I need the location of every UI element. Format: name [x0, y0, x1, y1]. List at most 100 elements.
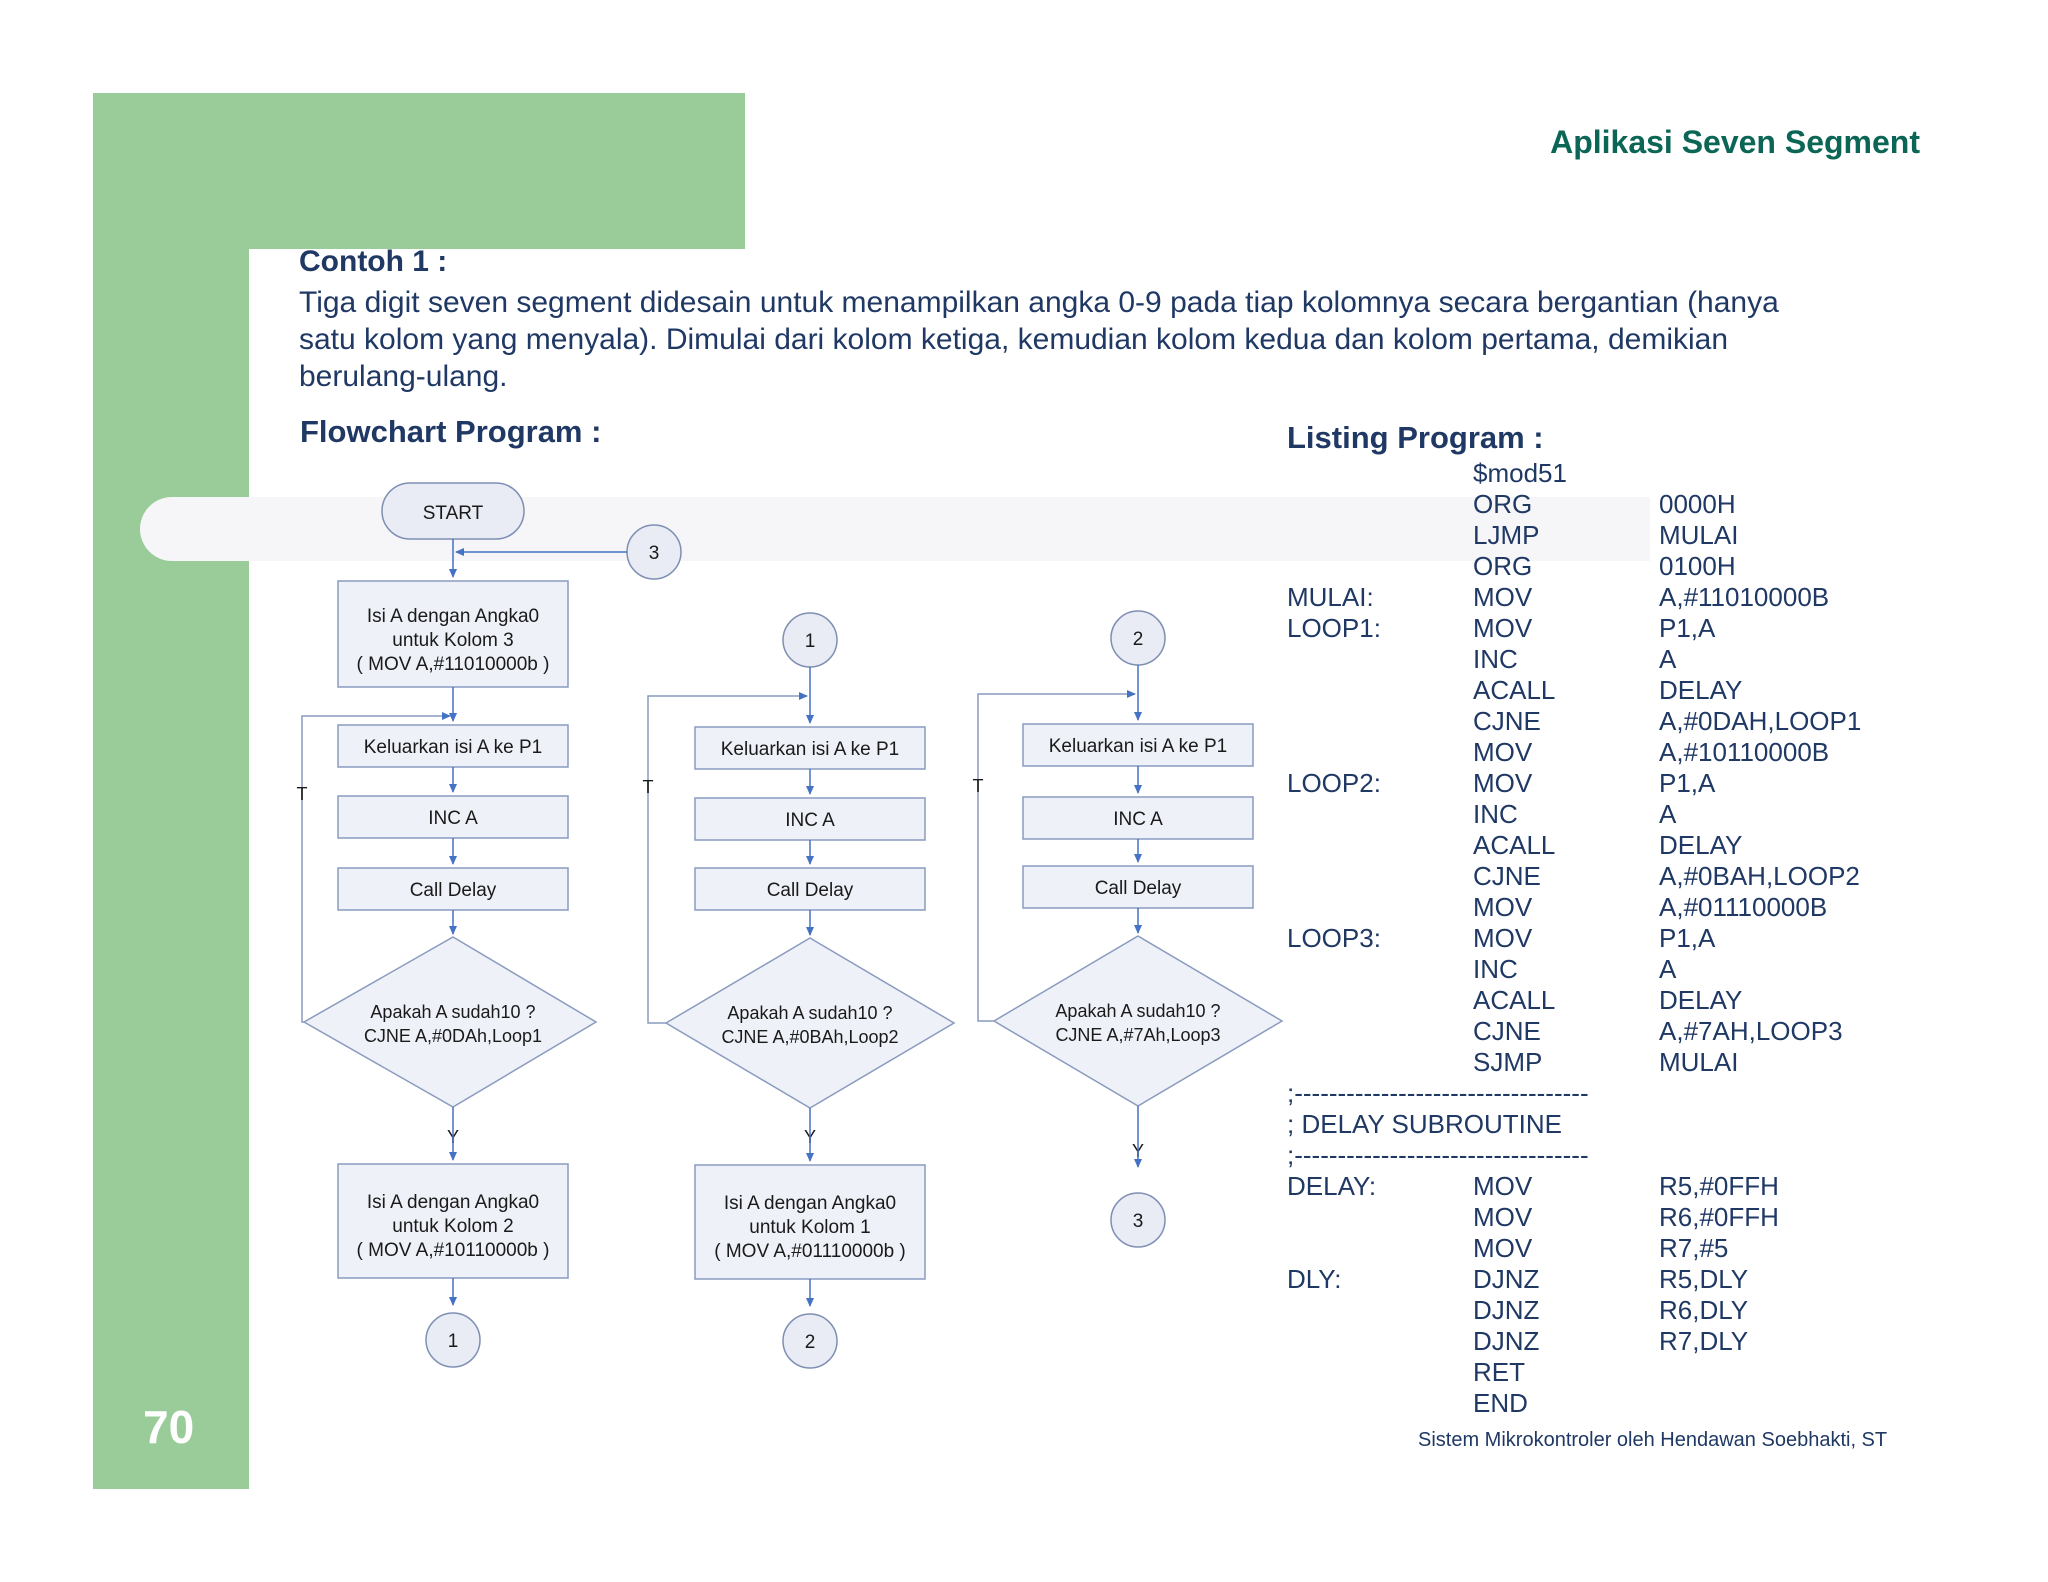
listing-mnemonic: CJNE — [1473, 706, 1541, 736]
listing-mnemonic: ACALL — [1473, 985, 1556, 1015]
delay-label-3: Call Delay — [1095, 878, 1182, 899]
delay-box-2 — [694, 867, 926, 911]
next-2-line-1: Isi A dengan Angka0 — [724, 1193, 896, 1214]
output-box-2 — [694, 726, 926, 770]
page-number: 70 — [143, 1401, 195, 1453]
inc-box-2 — [694, 797, 926, 841]
listing-mnemonic: END — [1473, 1388, 1528, 1418]
listing-title: Listing Program : — [1287, 420, 1544, 455]
listing-mnemonic: ORG — [1473, 489, 1533, 519]
listing-operand: A,#10110000B — [1659, 737, 1830, 767]
next-1-line-2: untuk Kolom 2 — [392, 1216, 513, 1237]
listing-mnemonic: LJMP — [1473, 520, 1540, 550]
listing-mnemonic: RET — [1473, 1357, 1525, 1387]
decision-1-line-2: CJNE A,#0DAh,Loop1 — [364, 1026, 542, 1046]
listing-mnemonic: INC — [1473, 799, 1518, 829]
listing-mnemonic: MOV — [1473, 892, 1533, 922]
example-heading: Contoh 1 : — [299, 245, 448, 278]
delay-label-2: Call Delay — [767, 880, 854, 901]
delay-box-1 — [337, 867, 569, 911]
next-column-box-2 — [694, 1164, 926, 1280]
listing-mnemonic: ORG — [1473, 551, 1533, 581]
inc-box-3 — [1022, 796, 1254, 840]
listing-label: DELAY: — [1287, 1171, 1377, 1201]
listing-mnemonic: MOV — [1473, 768, 1533, 798]
listing-mnemonic: MOV — [1473, 923, 1533, 953]
flowchart-title: Flowchart Program : — [300, 414, 602, 449]
flowchart-diagram: START 3 Isi A dengan Angka0 untuk Kolom … — [297, 482, 1284, 1369]
example-description: Tiga digit seven segment didesain untuk … — [299, 286, 1779, 393]
no-label-1: T — [297, 784, 308, 804]
inc-label-1: INC A — [428, 808, 478, 829]
listing-mnemonic: ACALL — [1473, 675, 1556, 705]
listing-label: ;---------------------------------- — [1287, 1078, 1589, 1108]
listing-mnemonic: $mod51 — [1473, 458, 1567, 488]
next-2-line-3: ( MOV A,#01110000b ) — [714, 1241, 906, 1262]
no-label-3: T — [973, 776, 984, 796]
init-process-box — [337, 580, 569, 688]
listing-mnemonic: SJMP — [1473, 1047, 1543, 1077]
listing-operand: DELAY — [1659, 675, 1743, 705]
listing-mnemonic: ACALL — [1473, 830, 1556, 860]
exit-connector-1 — [425, 1312, 481, 1368]
listing-label: MULAI: — [1287, 582, 1374, 612]
listing-mnemonic: MOV — [1473, 1171, 1533, 1201]
listing-operand: 0000H — [1659, 489, 1736, 519]
init-line-3: ( MOV A,#11010000b ) — [357, 654, 550, 675]
decision-diamond-2 — [664, 937, 956, 1109]
flow-column-2: 1 Keluarkan isi A ke P1 INC A Call Delay… — [643, 612, 956, 1369]
listing-operand: DELAY — [1659, 830, 1743, 860]
listing-mnemonic: CJNE — [1473, 1016, 1541, 1046]
listing-mnemonic: MOV — [1473, 582, 1533, 612]
listing-mnemonic: MOV — [1473, 737, 1533, 767]
listing-label: LOOP2: — [1287, 768, 1381, 798]
delay-label-1: Call Delay — [410, 880, 497, 901]
listing-operand: R6,#0FFH — [1659, 1202, 1779, 1232]
green-side-bar — [93, 93, 249, 1489]
listing-operand: A — [1659, 954, 1677, 984]
exit-connector-3 — [1110, 1192, 1166, 1248]
no-label-2: T — [643, 777, 654, 797]
inc-label-2: INC A — [785, 810, 835, 831]
listing-operand: A,#11010000B — [1659, 582, 1830, 612]
listing-operand: A — [1659, 799, 1677, 829]
listing-operand: R5,#0FFH — [1659, 1171, 1779, 1201]
listing-operand: 0100H — [1659, 551, 1736, 581]
output-label-3: Keluarkan isi A ke P1 — [1049, 736, 1228, 757]
flow-column-1: Keluarkan isi A ke P1 INC A Call Delay A… — [297, 712, 598, 1368]
next-column-box-1 — [337, 1163, 569, 1279]
loop-back-3 — [977, 690, 1136, 1022]
delay-box-3 — [1022, 865, 1254, 909]
next-1-line-3: ( MOV A,#10110000b ) — [357, 1240, 550, 1261]
init-line-1: Isi A dengan Angka0 — [367, 606, 539, 627]
listing-operand: A,#0BAH,LOOP2 — [1659, 861, 1860, 891]
connector-3-top-label: 3 — [649, 543, 660, 564]
decision-3-line-2: CJNE A,#7Ah,Loop3 — [1055, 1025, 1220, 1045]
decision-diamond-3 — [992, 935, 1284, 1107]
listing-label: LOOP1: — [1287, 613, 1381, 643]
listing-mnemonic: MOV — [1473, 613, 1533, 643]
decision-diamond-1 — [302, 936, 598, 1108]
output-box-3 — [1022, 723, 1254, 767]
content-panel — [249, 249, 2048, 1582]
decision-1-line-1: Apakah A sudah10 ? — [370, 1002, 535, 1022]
listing-operand: P1,A — [1659, 923, 1716, 953]
entry-connector-3-label: 2 — [1133, 629, 1144, 650]
listing-label: DLY: — [1287, 1264, 1342, 1294]
exit-connector-2-label: 2 — [805, 1332, 816, 1353]
exit-connector-3-label: 3 — [1133, 1211, 1144, 1232]
decision-2-line-2: CJNE A,#0BAh,Loop2 — [721, 1027, 898, 1047]
next-2-line-2: untuk Kolom 1 — [749, 1217, 870, 1238]
listing-operand: R7,DLY — [1659, 1326, 1749, 1356]
listing-operand: R7,#5 — [1659, 1233, 1729, 1263]
listing-operand: A,#7AH,LOOP3 — [1659, 1016, 1843, 1046]
listing-operand: A,#0DAH,LOOP1 — [1659, 706, 1862, 736]
loop-back-1 — [301, 712, 451, 1023]
init-line-2: untuk Kolom 3 — [392, 630, 513, 651]
inc-box-1 — [337, 795, 569, 839]
listing-operand: MULAI — [1659, 520, 1739, 550]
listing-mnemonic: CJNE — [1473, 861, 1541, 891]
listing-mnemonic: INC — [1473, 644, 1518, 674]
listing-label: ;---------------------------------- — [1287, 1140, 1589, 1170]
footer-credit: Sistem Mikrokontroler oleh Hendawan Soeb… — [1418, 1429, 1888, 1451]
